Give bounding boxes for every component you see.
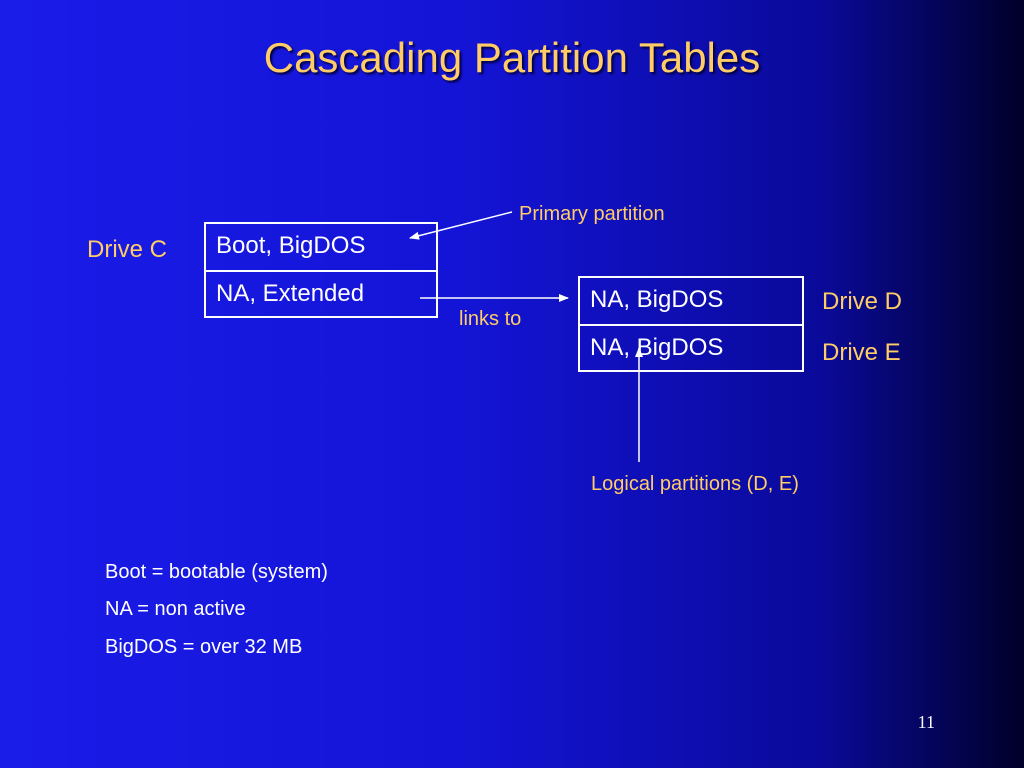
- drive-c-label: Drive C: [87, 236, 168, 263]
- partition-entry-e: NA, BigDOS: [580, 324, 802, 370]
- logical-partitions-annotation: Logical partitions (D, E): [591, 473, 799, 495]
- primary-partition-annotation: Primary partition: [519, 203, 665, 225]
- partition-table-extended: NA, BigDOS NA, BigDOS: [578, 276, 804, 372]
- legend-item-boot: Boot = bootable (system): [105, 561, 328, 583]
- drive-d-label: Drive D: [822, 288, 903, 315]
- partition-entry-d: NA, BigDOS: [590, 286, 724, 313]
- partition-entry-extended: NA, Extended: [206, 270, 436, 316]
- partition-table-c: Boot, BigDOS NA, Extended: [204, 222, 438, 318]
- legend-item-na: NA = non active: [105, 598, 246, 620]
- links-to-annotation: links to: [459, 308, 522, 330]
- drive-e-label: Drive E: [822, 339, 901, 366]
- primary-partition-arrow: [409, 211, 513, 240]
- page-number: 11: [917, 712, 935, 732]
- slide-title: Cascading Partition Tables: [263, 34, 761, 81]
- legend-item-bigdos: BigDOS = over 32 MB: [105, 636, 303, 658]
- partition-entry-boot: Boot, BigDOS: [216, 232, 366, 259]
